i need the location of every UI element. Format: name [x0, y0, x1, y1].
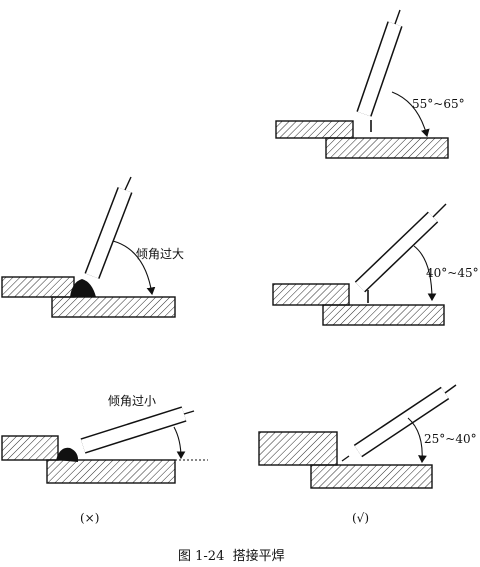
angle-too-large-label: 倾角过大 — [136, 247, 184, 261]
electrode-rod — [356, 9, 403, 117]
upper-plate — [1, 276, 75, 298]
figure-caption: 图 1-24 搭接平焊 — [178, 548, 285, 564]
angle-label-40-45: 40°~45° — [426, 266, 479, 280]
weld-bead — [56, 447, 79, 462]
wrong-angle-too-small-diagram: 倾角过小 — [1, 394, 208, 484]
angle-label-55-65: 55°~65° — [412, 97, 465, 111]
weld-bead — [70, 279, 96, 297]
electrode-rod — [80, 406, 195, 454]
angle-arc — [173, 426, 186, 460]
angle-arc — [391, 91, 430, 138]
electrode-rod — [84, 176, 133, 279]
lower-plate — [51, 296, 176, 318]
electrode-rod — [354, 203, 447, 293]
lower-plate — [310, 464, 433, 489]
upper-plate — [275, 120, 354, 139]
upper-plate — [1, 435, 59, 461]
wrong-mark: (×) — [80, 511, 99, 525]
correct-angle-diagram-2: 40°~45° — [272, 203, 479, 326]
correct-angle-diagram-3: 25°~40° — [258, 384, 477, 489]
lower-plate — [325, 137, 449, 159]
arc-spark — [341, 455, 350, 462]
angle-label-25-40: 25°~40° — [424, 432, 477, 446]
angle-arc — [112, 240, 156, 296]
upper-plate — [272, 283, 350, 306]
right-mark: (√) — [352, 511, 369, 525]
electrode-rod — [353, 384, 457, 458]
angle-too-small-label: 倾角过小 — [108, 394, 156, 408]
angle-arc — [413, 245, 437, 302]
wrong-angle-too-large-diagram: 倾角过大 — [1, 176, 184, 318]
lower-plate — [46, 459, 176, 484]
correct-angle-diagram-1: 55°~65° — [275, 9, 465, 159]
angle-arc — [407, 417, 427, 464]
lower-plate — [322, 304, 445, 326]
upper-plate — [258, 431, 338, 466]
